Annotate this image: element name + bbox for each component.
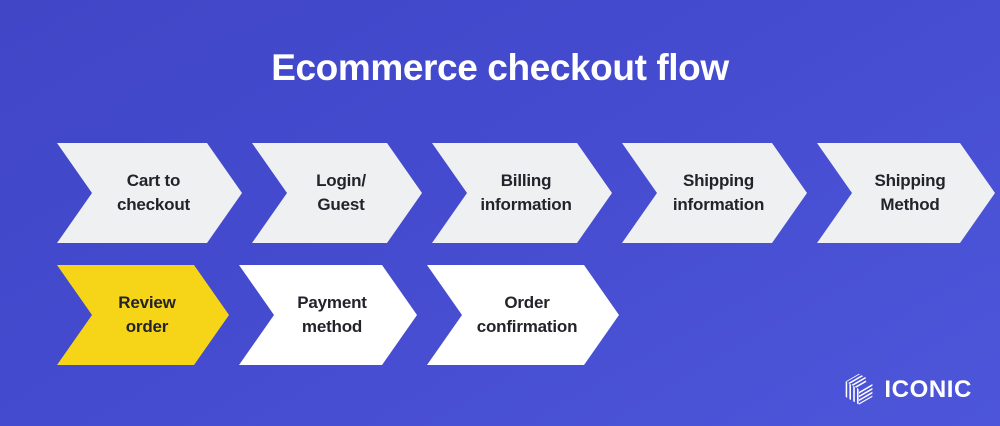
page-title: Ecommerce checkout flow (271, 47, 729, 88)
flow-step[interactable]: Login/ Guest (252, 143, 422, 243)
flow-step[interactable]: Payment method (239, 265, 417, 365)
flow-step[interactable]: Order confirmation (427, 265, 619, 365)
flow-step-label: Review order (118, 292, 176, 336)
flow-row-2: Review order Payment method Order confirma… (57, 265, 619, 365)
flow-step[interactable]: Cart to checkout (57, 143, 242, 243)
flow-row-1: Cart to checkout Login/ Guest Billing info… (57, 143, 995, 243)
brand-logo: ICONIC (844, 373, 972, 406)
flow-step-label: Payment method (297, 292, 367, 336)
flow-step-label: Order confirmation (476, 292, 578, 336)
flow-step-label: Login/ Guest (316, 170, 366, 214)
flow-step[interactable]: Billing information (432, 143, 612, 243)
flow-step[interactable]: Review order (57, 265, 229, 365)
iconic-cube-icon (845, 373, 873, 405)
flow-step-label: Shipping information (672, 170, 765, 214)
flow-step[interactable]: Shipping Method (817, 143, 995, 243)
flow-step-label: Billing information (480, 170, 572, 214)
flow-step[interactable]: Shipping information (622, 143, 807, 243)
flow-step-label: Cart to checkout (116, 170, 191, 214)
brand-name: ICONIC (884, 375, 972, 403)
flow-step-label: Shipping Method (874, 170, 946, 214)
